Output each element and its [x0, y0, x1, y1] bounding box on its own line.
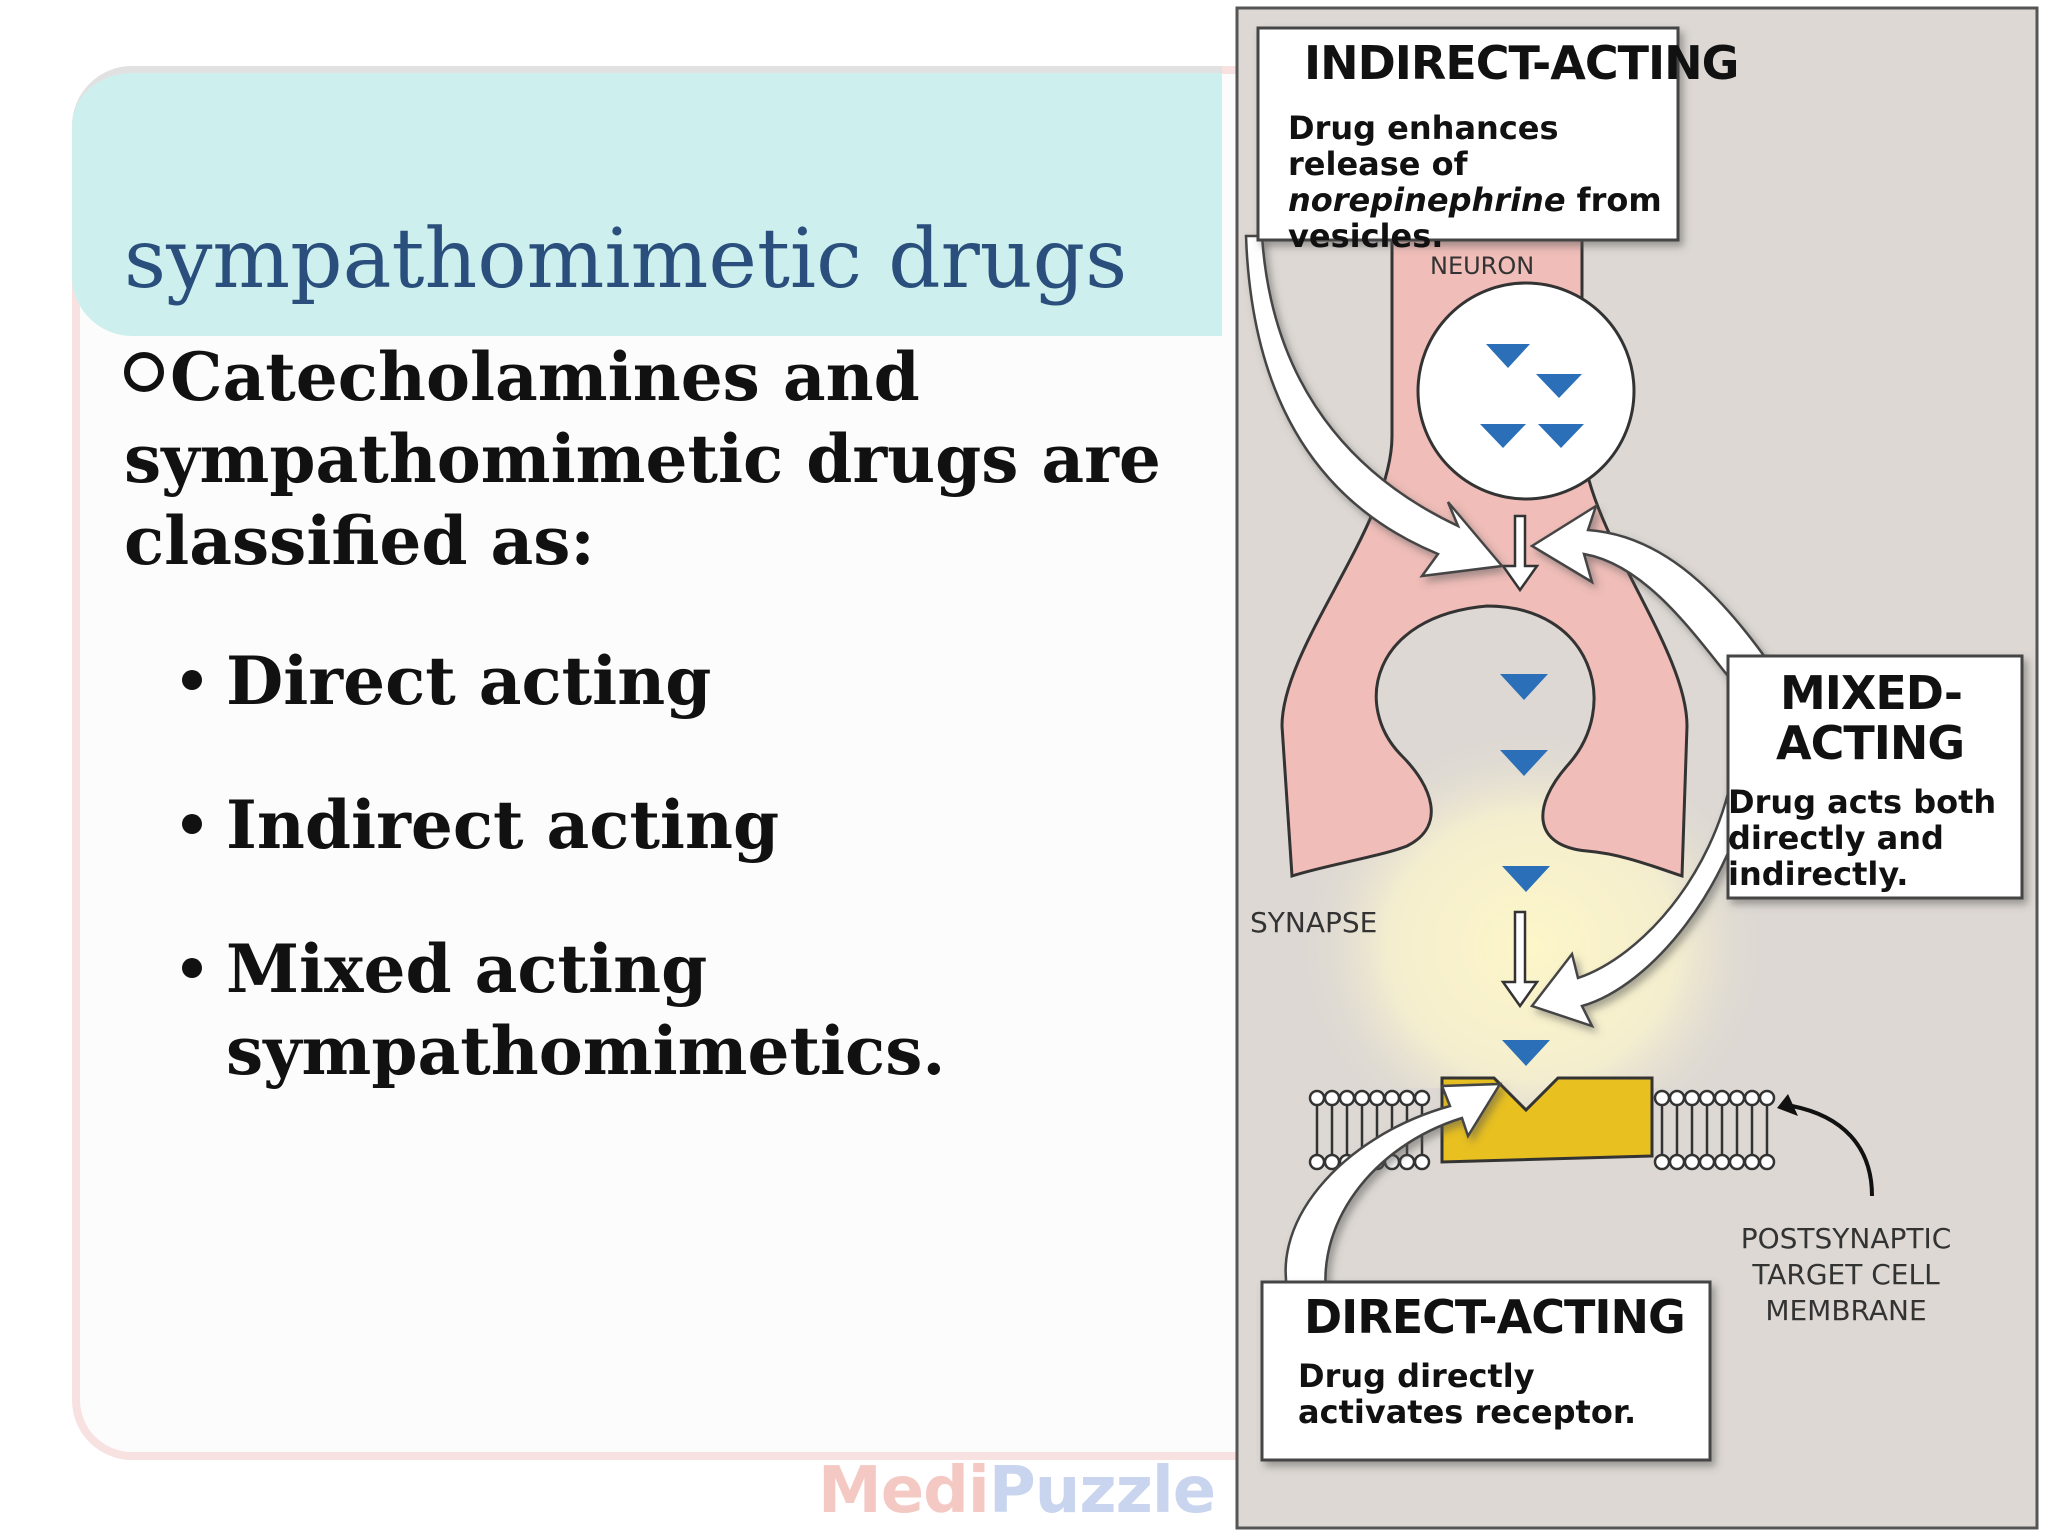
ring-bullet-icon — [124, 352, 164, 392]
indirect-heading: INDIRECT-ACTING — [1304, 36, 1739, 90]
mechanism-figure: INDIRECT-ACTING Drug enhances release of… — [1232, 6, 2040, 1530]
synapse-label: SYNAPSE — [1250, 906, 1378, 939]
indirect-desc-em: norepinephrine — [1288, 181, 1566, 219]
bullet-dot-icon — [182, 958, 202, 978]
intro-text: Catecholamines and sympathomimetic drugs… — [124, 336, 1204, 582]
bullet-dot-icon — [182, 814, 202, 834]
vesicle — [1416, 281, 1636, 501]
direct-heading: DIRECT-ACTING — [1304, 1290, 1686, 1344]
indirect-desc-pre: Drug enhances release of — [1288, 109, 1559, 183]
list-item-indirect: Indirect acting — [178, 784, 1126, 866]
mixed-description: Drug acts both directly and indirectly. — [1728, 783, 1997, 893]
mixed-box — [1726, 654, 2024, 900]
direct-box — [1260, 1280, 1712, 1462]
indirect-desc-post: from vesicles. — [1288, 181, 1662, 255]
medipuzzle-watermark: MediPuzzle — [818, 1454, 1216, 1528]
title-band — [72, 66, 1222, 336]
slide-title: sympathomimetic drugs — [124, 212, 1128, 307]
membrane-label-line3: MEMBRANE — [1765, 1294, 1927, 1327]
indirect-box — [1256, 26, 1680, 242]
watermark-part2: Puzzle — [988, 1454, 1216, 1528]
membrane-label-line2: TARGET CELL — [1752, 1258, 1940, 1291]
classification-list: Direct acting Indirect acting Mixed acti… — [178, 640, 1126, 1154]
intro-label: Catecholamines and sympathomimetic drugs… — [124, 338, 1161, 580]
watermark-part1: Medi — [818, 1454, 990, 1528]
list-item-label: Mixed acting sympathomimetics. — [226, 930, 946, 1090]
list-item-mixed: Mixed acting sympathomimetics. — [178, 928, 1126, 1092]
membrane-label-line1: POSTSYNAPTIC — [1740, 1222, 1952, 1255]
list-item-label: Indirect acting — [226, 786, 780, 864]
direct-description: Drug directly activates receptor. — [1298, 1357, 1637, 1431]
neuron-label: NEURON — [1430, 252, 1535, 280]
list-item-direct: Direct acting — [178, 640, 1126, 722]
mixed-heading-line1: MIXED- — [1780, 666, 1963, 720]
indirect-description: Drug enhances release of norepinephrine … — [1288, 110, 1668, 254]
bullet-dot-icon — [182, 670, 202, 690]
membrane-pointer — [1791, 1104, 1874, 1197]
neurotransmitter-group — [1480, 344, 1584, 1066]
list-item-label: Direct acting — [226, 642, 712, 720]
mixed-heading-line2: ACTING — [1776, 716, 1965, 770]
release-arrows — [1500, 514, 1540, 1009]
mechanism-diagram — [1235, 6, 2039, 1530]
